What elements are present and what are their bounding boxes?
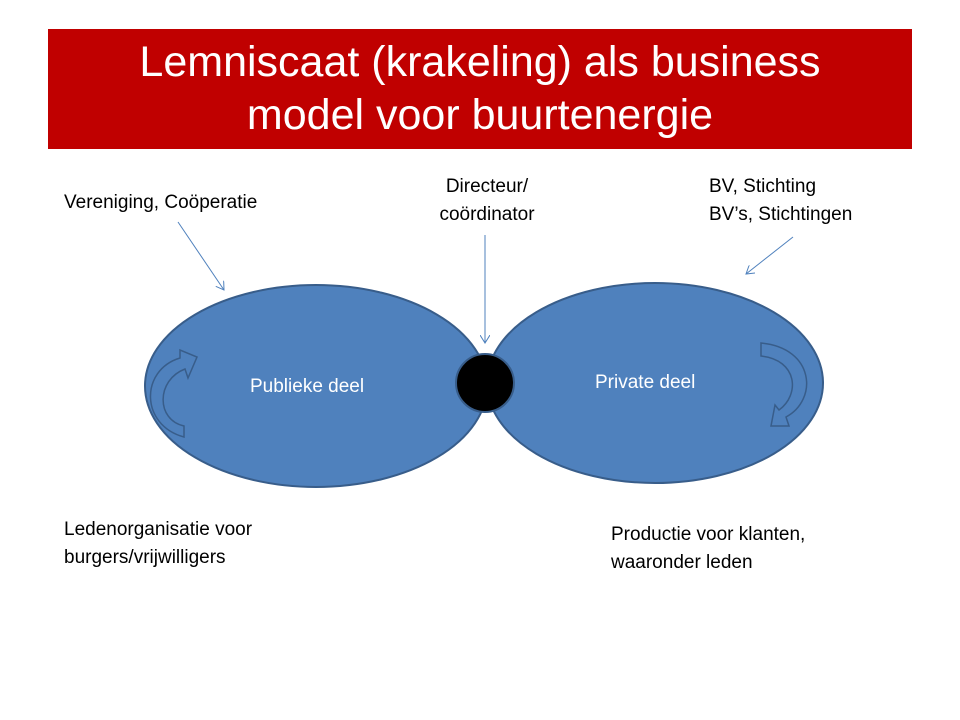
title-line-2: model voor buurtenergie	[246, 91, 714, 139]
title-line-1: Lemniscaat (krakeling) als business	[139, 38, 821, 86]
slide-title: Lemniscaat (krakeling) als business model…	[48, 29, 912, 149]
label-productie: Productie voor klanten, waaronder leden	[611, 521, 805, 577]
arrow-bv	[746, 236, 794, 274]
cycle-arrow-right-icon	[760, 342, 808, 427]
label-directeur: Directeur/ coördinator	[424, 173, 550, 229]
label-ledenorganisatie: Ledenorganisatie voor burgers/vrijwillig…	[64, 516, 252, 572]
arrow-vereniging	[177, 221, 224, 290]
label-bv: BV, Stichting BV’s, Stichtingen	[709, 173, 852, 229]
label-bv-2: BV’s, Stichtingen	[709, 204, 853, 225]
label-private-deel: Private deel	[595, 372, 695, 393]
label-productie-2: waaronder leden	[611, 552, 753, 573]
label-publieke-deel: Publieke deel	[250, 376, 364, 397]
label-bv-1: BV, Stichting	[709, 176, 817, 197]
label-directeur-2: coördinator	[439, 204, 535, 225]
label-vereniging: Vereniging, Coöperatie	[64, 192, 258, 213]
cycle-arrow-left-icon	[149, 348, 198, 438]
hub-circle	[455, 353, 515, 413]
label-productie-1: Productie voor klanten,	[611, 524, 806, 545]
label-ledenorganisatie-1: Ledenorganisatie voor	[64, 519, 253, 540]
label-directeur-1: Directeur/	[445, 176, 529, 197]
label-ledenorganisatie-2: burgers/vrijwilligers	[64, 547, 226, 568]
